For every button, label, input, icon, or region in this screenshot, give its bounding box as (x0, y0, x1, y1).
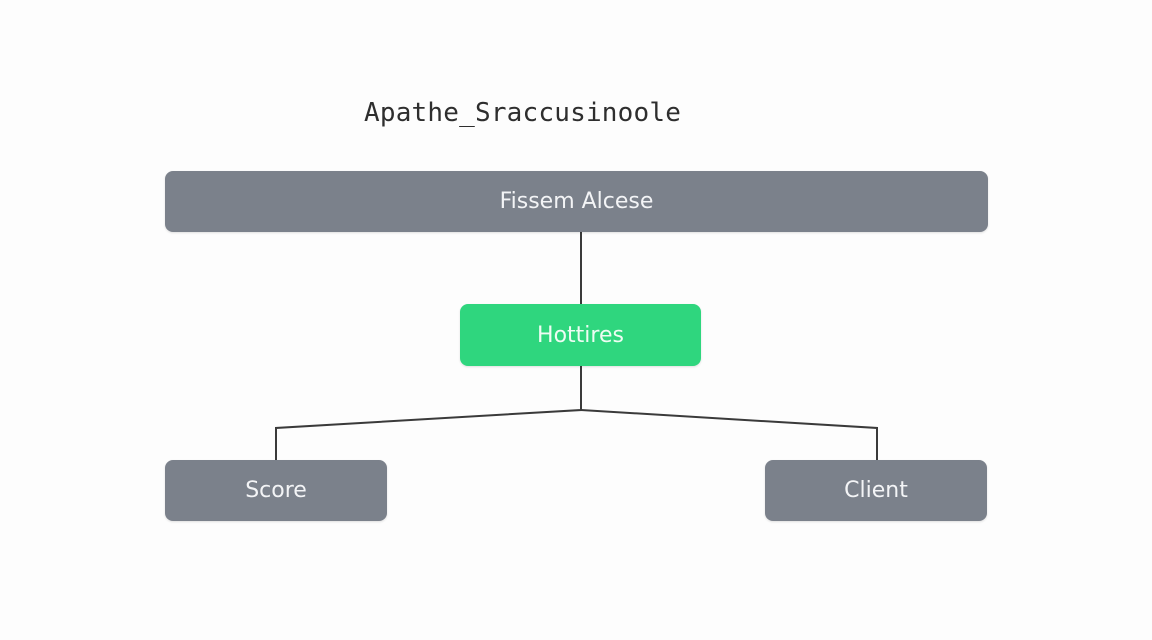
node-label: Client (844, 478, 908, 503)
diagram-title: Apathe_Sraccusinoole (364, 98, 682, 128)
node-label: Fissem Alcese (499, 189, 654, 214)
edge-middle-to-right (580, 409, 878, 460)
node-hottires[interactable]: Hottires (460, 304, 701, 366)
node-client[interactable]: Client (765, 460, 987, 521)
node-label: Score (245, 478, 307, 503)
edge-middle-to-left (275, 366, 582, 460)
node-label: Hottires (537, 322, 624, 348)
node-fissem-alcese[interactable]: Fissem Alcese (165, 171, 988, 232)
node-score[interactable]: Score (165, 460, 387, 521)
